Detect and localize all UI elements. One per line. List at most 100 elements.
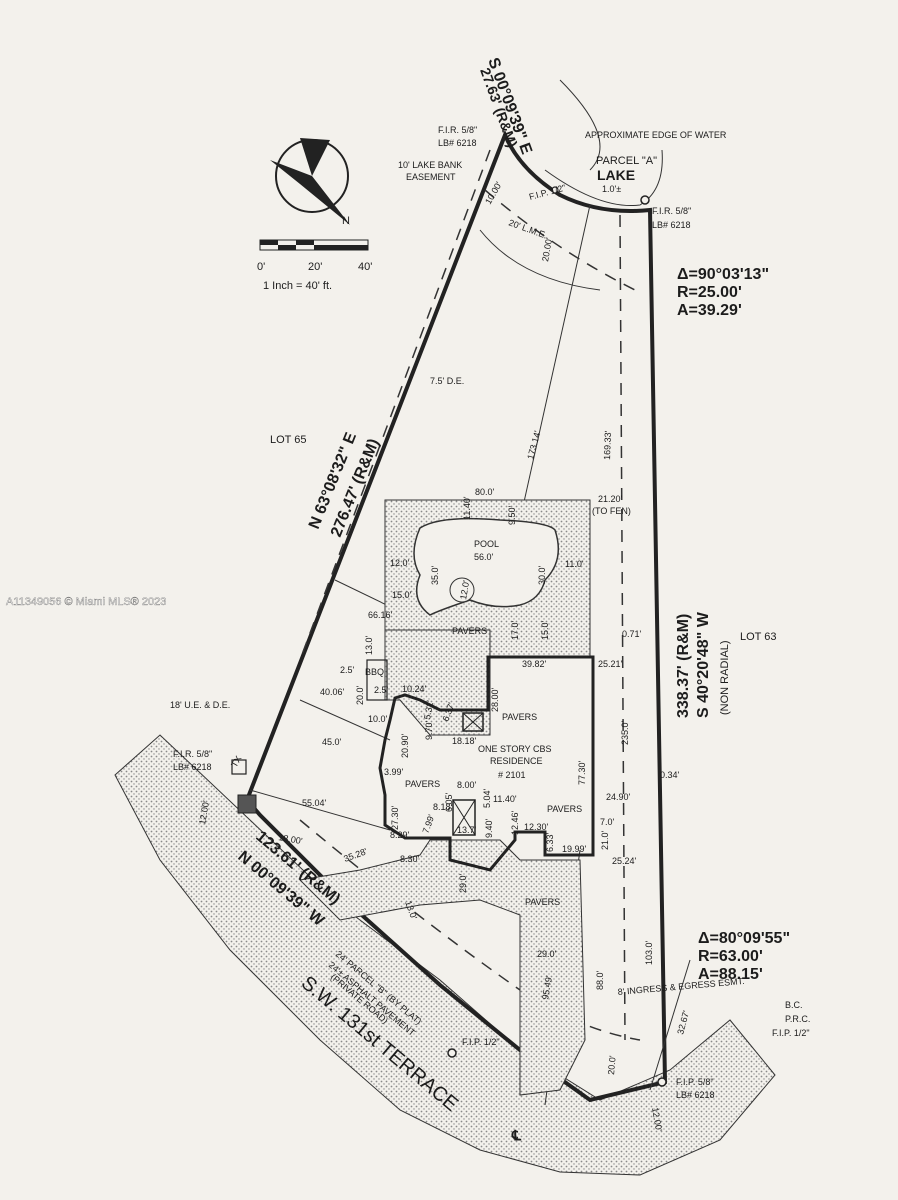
dim-0-71: 0.71' <box>622 629 642 639</box>
fir-left-2: LB# 6218 <box>173 762 212 772</box>
dim-10-0: 10.0' <box>368 714 388 724</box>
pool-title: POOL <box>474 539 499 549</box>
dim-8-00: 8.00' <box>457 780 477 790</box>
to-fen-label: (TO FEN) <box>592 506 631 516</box>
fip-bottom-mark <box>447 1048 457 1058</box>
dim-10-24: 10.24' <box>402 684 427 694</box>
residence-outline <box>378 655 595 872</box>
dim-3-99: 3.99' <box>384 767 404 777</box>
pavers-label-patio: PAVERS <box>502 712 537 722</box>
dim-12-00b: 12.00' <box>650 1107 664 1133</box>
fir-top-right-mark <box>640 195 650 205</box>
x-box-2 <box>452 799 476 836</box>
dim-2-5: 2.5' <box>340 665 355 675</box>
dim-8-30: 8.30' <box>400 854 420 864</box>
dim-9-40: 9.40' <box>484 818 494 838</box>
tx-label: TX <box>229 754 243 769</box>
x-box-2-diag-b <box>452 799 476 836</box>
lot-65-label: LOT 65 <box>270 434 307 446</box>
fir-top-left-2: LB# 6218 <box>438 138 477 148</box>
dim-2-5b: 2.5' <box>374 685 389 695</box>
dim-18-18: 18.18' <box>452 736 477 746</box>
dim-7-99: 7.99' <box>420 813 436 835</box>
patio-pavers <box>384 629 491 736</box>
dim-20-0: 20.0' <box>355 685 365 705</box>
dim-173-14: 173.14' <box>525 429 542 460</box>
dim-88-0: 88.0' <box>595 970 605 990</box>
dim-6-33: 6.33' <box>545 832 555 852</box>
dim-25-21: 25.21' <box>598 659 623 669</box>
dim-11-40: 11.40' <box>462 496 472 520</box>
dim-20-0b: 20.0' <box>606 1055 618 1075</box>
dim-28-00: 28.00' <box>490 687 500 712</box>
spa <box>449 577 475 603</box>
parcel-a-label: PARCEL "A" <box>596 155 657 167</box>
dim-12-0b: 12.0' <box>458 579 471 600</box>
scale-tick-0: 0' <box>257 261 265 273</box>
dim-45-0: 45.0' <box>322 737 342 747</box>
scale-bar: 0' 20' 40' 1 Inch = 40' ft. <box>257 239 372 292</box>
curve-top-radius: R=25.00' <box>677 284 742 301</box>
de-label: 7.5' D.E. <box>430 376 464 386</box>
residence-line-2: RESIDENCE <box>490 756 543 766</box>
fir-top-left-1: F.I.R. 5/8" <box>438 125 477 135</box>
ue-de-label: 18' U.E. & D.E. <box>170 700 230 710</box>
residence-line-3: # 2101 <box>498 770 526 780</box>
dim-5-31: 5.31' <box>422 699 435 720</box>
pavers-label-entry: PAVERS <box>405 779 440 789</box>
dim-20-00: 20.00' <box>540 236 554 262</box>
fip-bottom-label: F.I.P. 1/2" <box>462 1037 500 1047</box>
east-bearing: S 40°20'48" W <box>695 611 712 718</box>
east-distance: 338.37' (R&M) <box>675 614 692 718</box>
pavers-label-side: PAVERS <box>547 804 582 814</box>
dim-35-28: 35.28' <box>342 846 368 864</box>
centerline-symbol: ℄ <box>511 1127 522 1143</box>
line-55 <box>249 789 391 831</box>
curve-bottom-delta: Δ=80°09'55" <box>698 930 790 947</box>
dim-21-0: 21.0' <box>600 830 610 850</box>
dim-5-04: 5.04' <box>482 788 492 808</box>
bc-fip-label: F.I.P. 1/2" <box>772 1028 810 1038</box>
dim-13-0: 13.0' <box>364 635 374 655</box>
fip-top-mark <box>551 186 559 194</box>
pavers-label-drive: PAVERS <box>525 897 560 907</box>
dim-77-30: 77.30' <box>577 760 587 785</box>
dim-13-7: 13.7' <box>457 825 477 835</box>
dim-235-0: 235.0' <box>620 720 630 745</box>
dim-7-0: 7.0' <box>600 817 615 827</box>
dim-19-99: 19.99' <box>562 844 587 854</box>
dim-18-00: 18.00' <box>278 832 304 846</box>
north-arrow-icon: N <box>270 138 350 227</box>
dim-15-0b: 15.0' <box>540 620 550 640</box>
dim-80: 80.0' <box>475 487 495 497</box>
dim-29-0b: 29.0' <box>537 949 557 959</box>
dim-24-90: 24.90' <box>606 792 631 802</box>
curve-bottom-arc: A=88.15' <box>698 966 763 983</box>
dim-169-33: 169.33' <box>602 430 613 460</box>
lme-label: 20' L.M.E. <box>507 217 548 240</box>
x-box-1-diag-b <box>462 712 484 732</box>
setback-line-east <box>619 214 626 1041</box>
fir-left-1: F.I.R. 5/8" <box>173 749 212 759</box>
driveway <box>298 839 586 1096</box>
fir-bottom-right-1: F.I.P. 5/8" <box>676 1077 714 1087</box>
dim-103-0: 103.0' <box>644 940 654 965</box>
lake-gap-label: 1.0'± <box>602 184 621 194</box>
dim-21-20: 21.20' <box>598 494 623 504</box>
pool-width: 56.0' <box>474 552 494 562</box>
lake-curve <box>544 149 663 207</box>
easement-line-north <box>484 189 636 291</box>
dim-15-0: 15.0' <box>392 590 412 600</box>
dim-66-16: 66.16' <box>368 610 393 620</box>
dim-25-24: 25.24' <box>612 856 637 866</box>
lake-edge <box>559 79 601 171</box>
dim-12-00: 12.00' <box>197 799 211 825</box>
dim-32-67: 32.67' <box>675 1009 691 1035</box>
dim-11-0: 11.0' <box>565 559 584 569</box>
bbq-label: BBQ <box>365 667 384 677</box>
bbq-box <box>366 659 388 701</box>
lme-arc <box>479 229 601 291</box>
fir-bottom-right-mark <box>657 1077 667 1087</box>
easement-line-south <box>299 819 641 1041</box>
